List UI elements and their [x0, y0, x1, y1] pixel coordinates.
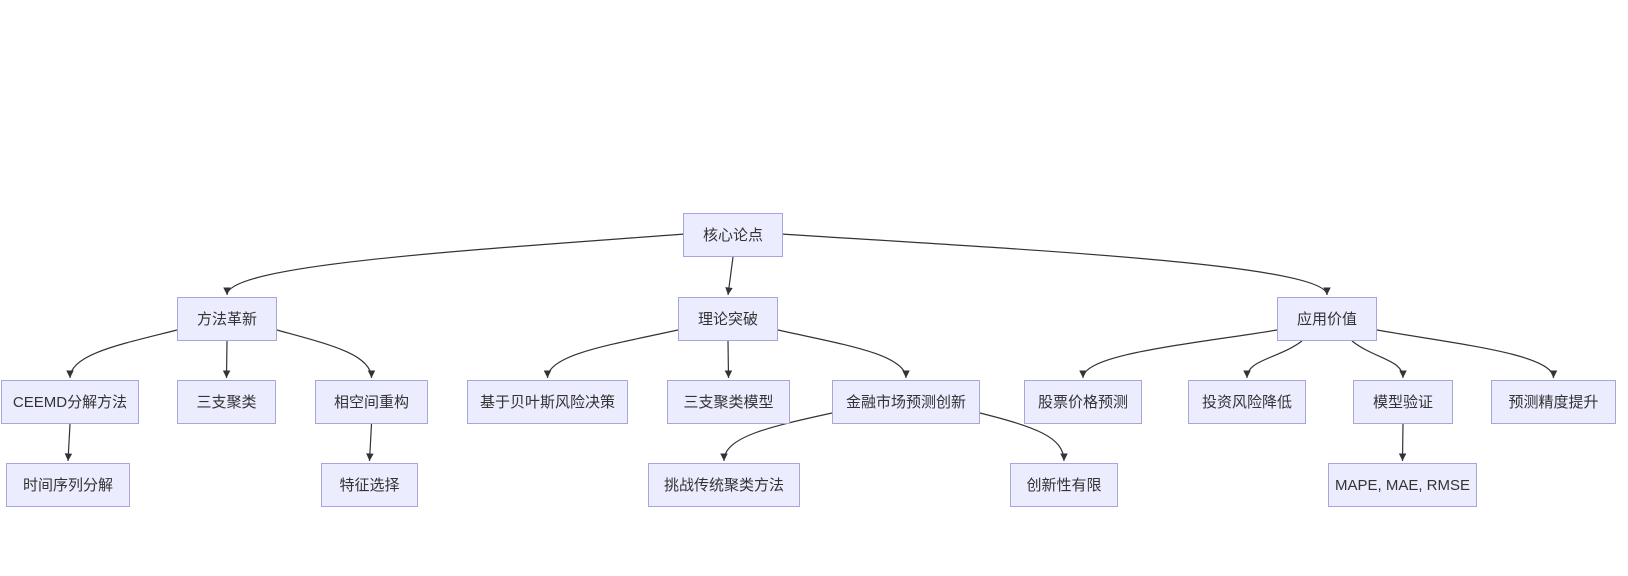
edge-ceemd-tsdecomp — [64, 423, 73, 462]
edge-root-value — [782, 233, 1331, 296]
node-invest: 投资风险降低 — [1188, 380, 1306, 424]
node-root: 核心论点 — [683, 213, 783, 257]
edge-root-method — [223, 233, 684, 296]
edge-theory-bayes — [543, 329, 679, 379]
edge-fininnov-challenge — [720, 412, 833, 462]
edge-value-invest — [1243, 340, 1303, 379]
edge-root-theory — [725, 256, 734, 296]
edge-value-stock — [1079, 329, 1278, 379]
node-fininnov: 金融市场预测创新 — [832, 380, 980, 424]
edge-method-threeway — [222, 340, 231, 379]
edge-fininnov-limited — [979, 412, 1068, 462]
node-threeway: 三支聚类 — [177, 380, 276, 424]
node-phase: 相空间重构 — [315, 380, 428, 424]
node-bayes: 基于贝叶斯风险决策 — [467, 380, 628, 424]
node-feature: 特征选择 — [321, 463, 418, 507]
node-tsdecomp: 时间序列分解 — [6, 463, 130, 507]
edge-theory-fininnov — [777, 329, 910, 379]
edge-modelvalid-mape — [1398, 423, 1407, 462]
node-value: 应用价值 — [1277, 297, 1377, 341]
node-method: 方法革新 — [177, 297, 277, 341]
edge-phase-feature — [366, 423, 374, 462]
edge-method-phase — [276, 329, 376, 379]
node-stock: 股票价格预测 — [1024, 380, 1142, 424]
node-twcmodel: 三支聚类模型 — [667, 380, 790, 424]
node-challenge: 挑战传统聚类方法 — [648, 463, 800, 507]
node-mape: MAPE, MAE, RMSE — [1328, 463, 1477, 507]
node-ceemd: CEEMD分解方法 — [1, 380, 139, 424]
edge-value-precision — [1376, 329, 1558, 379]
edge-value-modelvalid — [1351, 340, 1407, 379]
node-precision: 预测精度提升 — [1491, 380, 1616, 424]
edge-method-ceemd — [66, 329, 178, 379]
node-limited: 创新性有限 — [1010, 463, 1118, 507]
node-modelvalid: 模型验证 — [1353, 380, 1453, 424]
edge-theory-twcmodel — [724, 340, 733, 379]
node-theory: 理论突破 — [678, 297, 778, 341]
